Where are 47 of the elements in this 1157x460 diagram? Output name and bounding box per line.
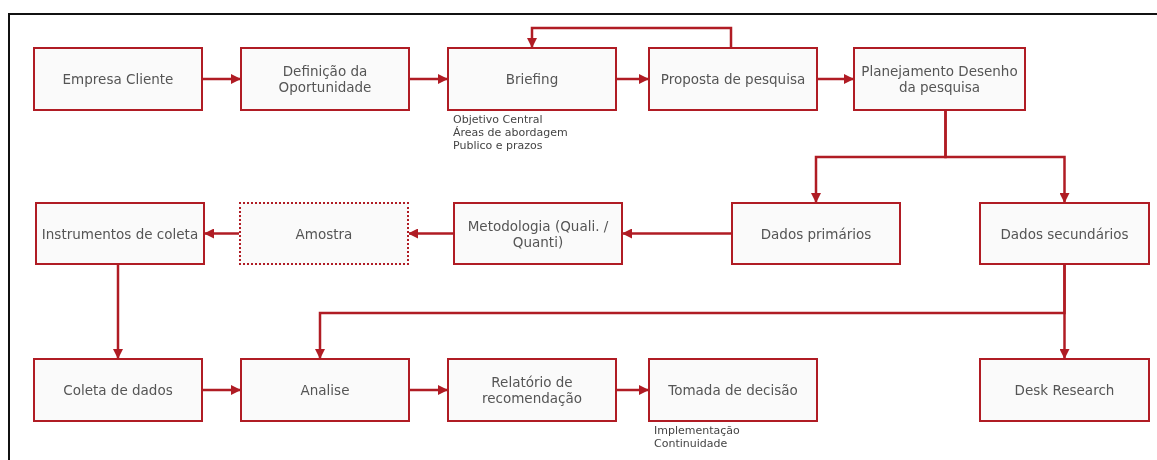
box-label: Tomada de decisão: [667, 382, 799, 398]
box-label: Instrumentos de coleta: [40, 225, 200, 242]
process-box: [239, 202, 409, 265]
arrow: [113, 265, 123, 359]
process-box: [853, 47, 1026, 111]
box-label: Analise: [299, 382, 351, 398]
process-box: [453, 202, 623, 265]
arrow: [315, 265, 1066, 359]
arrow: [818, 74, 854, 84]
process-box: [648, 47, 818, 111]
arrow: [527, 26, 733, 48]
box-label: Definição da Oportunidade: [277, 63, 373, 95]
arrow: [410, 385, 448, 395]
note-text: Publico e prazos: [453, 139, 544, 152]
process-box: [240, 358, 410, 422]
process-box: [35, 202, 205, 265]
box-label: Proposta de pesquisa: [659, 71, 807, 87]
arrow: [617, 74, 649, 84]
box-label: Desk Research: [1013, 382, 1116, 398]
arrow: [408, 228, 453, 239]
process-box: [979, 202, 1150, 265]
box-label: Coleta de dados: [62, 382, 174, 398]
box-label: Empresa Cliente: [61, 71, 175, 87]
box-label: Briefing: [504, 71, 560, 87]
note-text: Áreas de abordagem: [453, 126, 568, 139]
note-text: Implementação: [654, 424, 740, 437]
process-box: [33, 47, 203, 111]
note-text: Objetivo Central: [453, 113, 544, 126]
process-box: [447, 358, 617, 422]
process-box: [240, 47, 410, 111]
box-label: Planejamento Desenho da pesquisa: [860, 63, 1019, 95]
note-text: Continuidade: [654, 437, 729, 450]
arrow: [204, 228, 239, 239]
process-box: [979, 358, 1150, 422]
box-label: Dados secundários: [999, 225, 1130, 242]
arrow: [944, 111, 1070, 203]
arrow: [203, 74, 241, 84]
box-label: Relatório de recomendação: [480, 374, 584, 406]
arrow: [622, 228, 731, 239]
arrow: [410, 74, 448, 84]
process-box: [33, 358, 203, 422]
process-box: [731, 202, 901, 265]
box-label: Metodologia (Quali. / Quanti): [466, 217, 610, 250]
box-label: Dados primários: [759, 225, 873, 242]
arrow: [617, 385, 649, 395]
box-label: Amostra: [294, 225, 354, 242]
arrow: [203, 385, 241, 395]
